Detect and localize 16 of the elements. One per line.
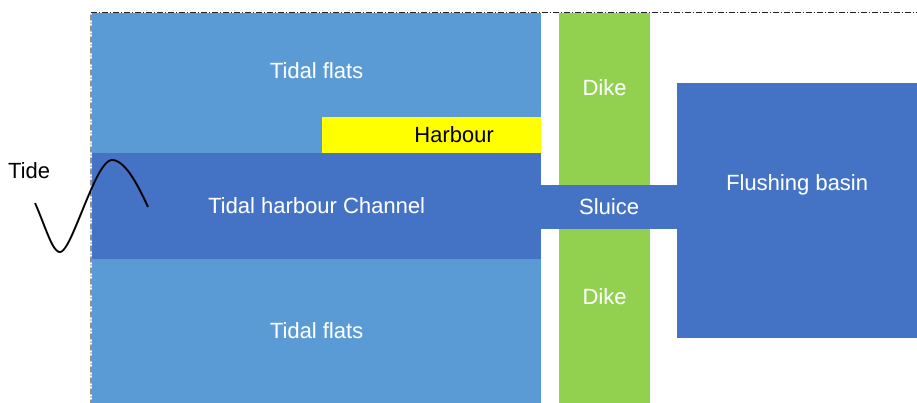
tidal-flats-area bbox=[92, 259, 541, 403]
dike-area bbox=[559, 13, 650, 185]
area-label: Flushing basin bbox=[725, 170, 869, 196]
area-label: Harbour bbox=[414, 122, 494, 148]
area-label: Sluice bbox=[579, 194, 639, 220]
flushing-basin-area bbox=[677, 83, 917, 338]
tide-label: Tide bbox=[8, 158, 50, 184]
area-label: Tidal flats bbox=[270, 318, 364, 344]
area-label: Tidal harbour Channel bbox=[208, 193, 425, 219]
tidal-flats-area bbox=[92, 13, 541, 153]
dike-area bbox=[559, 229, 650, 403]
channel-area bbox=[92, 153, 541, 259]
area-label: Dike bbox=[581, 75, 628, 101]
area-label: Tidal flats bbox=[268, 58, 364, 84]
area-label: Dike bbox=[581, 284, 628, 310]
harbour-area bbox=[322, 117, 541, 153]
